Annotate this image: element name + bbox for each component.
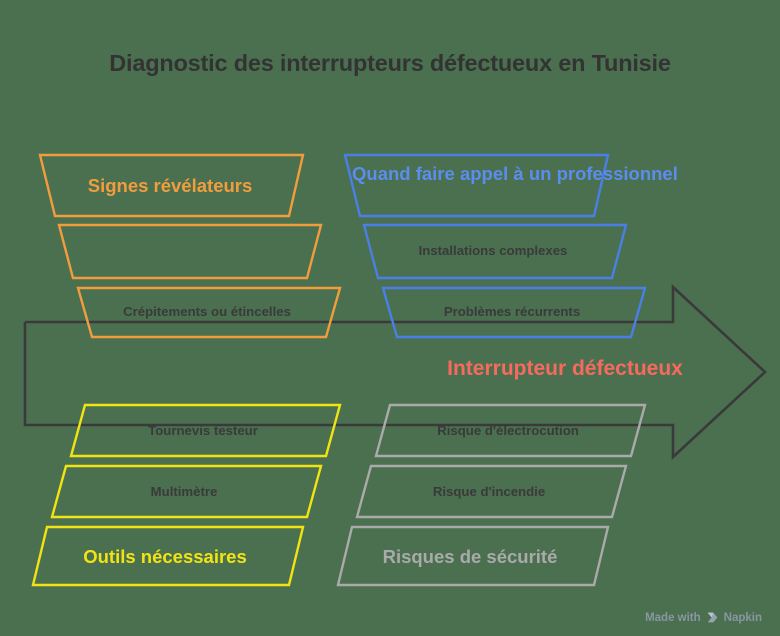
label-risques-de-securite-row-1: Risque d'incendie [432,484,546,499]
label-outils-necessaires-row-1: Multimètre [150,484,218,499]
label-quand-faire-appel-row-1: Installations complexes [418,243,568,258]
label-signes-revelateurs-row-0: Signes révélateurs [87,175,253,196]
watermark-text: Made with [645,611,701,624]
label-risques-de-securite-row-0: Risque d'électrocution [437,423,579,438]
center-label: Interrupteur défectueux [447,357,683,380]
page-title: Diagnostic des interrupteurs défectueux … [109,50,671,76]
watermark: Made with Napkin [645,611,762,624]
label-outils-necessaires-row-2: Outils nécessaires [83,546,247,567]
label-quand-faire-appel-row-0: Quand faire appel à un professionnel [352,163,678,184]
label-quand-faire-appel-row-2: Problèmes récurrents [443,304,581,319]
label-risques-de-securite-row-2: Risques de sécurité [382,546,558,567]
label-outils-necessaires-row-0: Tournevis testeur [148,423,258,438]
watermark-brand: Napkin [723,611,762,624]
label-signes-revelateurs-row-2: Crépitements ou étincelles [123,304,291,319]
shape-signes-revelateurs-row-1 [57,223,323,280]
napkin-logo-icon [706,611,719,624]
